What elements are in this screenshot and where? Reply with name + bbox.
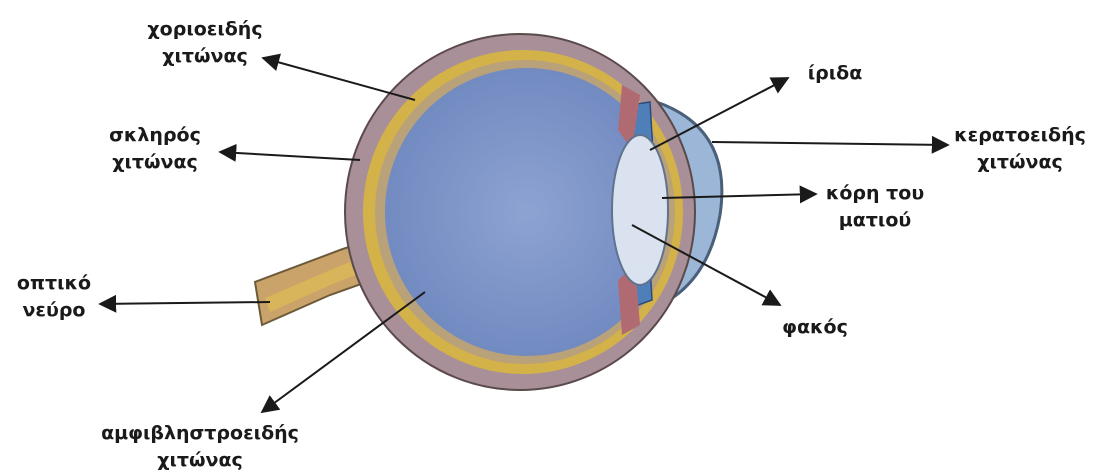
label-retina: αμφιβληστροειδής χιτώνας — [80, 420, 320, 474]
label-optic-nerve: οπτικό νεύρο — [8, 270, 100, 324]
label-cornea-line1: κερατοειδής — [950, 122, 1090, 149]
arrow-sclera — [220, 152, 360, 160]
label-cornea-line2: χιτώνας — [950, 149, 1090, 176]
label-pupil-line2: ματιού — [815, 207, 935, 234]
lens-shape — [612, 135, 668, 285]
arrow-choroid — [263, 58, 415, 100]
label-choroid-line2: χιτώνας — [130, 43, 280, 70]
label-pupil-line1: κόρη του — [815, 180, 935, 207]
arrow-optic-nerve — [100, 302, 270, 304]
label-optic-nerve-line1: οπτικό — [8, 270, 100, 297]
label-lens-line1: φακός — [760, 314, 870, 341]
label-pupil: κόρη του ματιού — [815, 180, 935, 234]
label-sclera: σκληρός χιτώνας — [95, 122, 215, 176]
label-choroid: χοριοειδής χιτώνας — [130, 16, 280, 70]
label-sclera-line1: σκληρός — [95, 122, 215, 149]
arrow-cornea — [712, 142, 948, 145]
label-iris: ίριδα — [790, 60, 880, 87]
label-cornea: κερατοειδής χιτώνας — [950, 122, 1090, 176]
label-retina-line2: χιτώνας — [80, 447, 320, 474]
label-iris-line1: ίριδα — [790, 60, 880, 87]
label-lens: φακός — [760, 314, 870, 341]
label-sclera-line2: χιτώνας — [95, 149, 215, 176]
label-retina-line1: αμφιβληστροειδής — [80, 420, 320, 447]
label-choroid-line1: χοριοειδής — [130, 16, 280, 43]
label-optic-nerve-line2: νεύρο — [8, 297, 100, 324]
